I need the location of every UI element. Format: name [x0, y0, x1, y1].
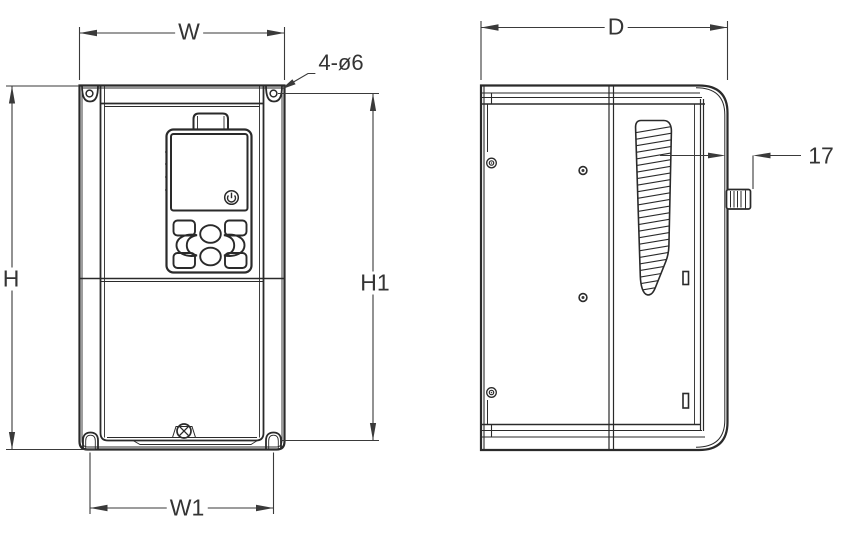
side-screw-bottom-left [486, 387, 497, 398]
keypad-display [170, 133, 249, 212]
mounting-slot-right [265, 431, 282, 450]
side-screw-top-left [486, 157, 497, 169]
face-slot-bottom [682, 392, 690, 409]
key-left-crescent [175, 233, 198, 257]
mounting-hole-left [85, 89, 94, 98]
key-top-right [224, 219, 248, 237]
key-top-left [172, 219, 196, 237]
knob [725, 188, 752, 210]
keypad-panel [165, 128, 253, 274]
front-dimensions [6, 27, 379, 514]
dim-label-width: W [175, 20, 203, 44]
key-down [199, 246, 222, 267]
key-up [199, 224, 222, 244]
dim-label-hole-callout: 4-ø6 [315, 52, 367, 74]
keypad-tab [192, 112, 229, 129]
power-button-icon [223, 189, 240, 206]
housing-seam [608, 85, 615, 450]
dim-label-knob-protrusion: 17 [805, 144, 837, 168]
dim-label-width1: W1 [166, 496, 208, 520]
front-body-outline [78, 84, 286, 451]
key-bottom-left [172, 252, 196, 269]
key-bottom-right [224, 252, 248, 269]
side-dimensions [480, 21, 801, 189]
side-body-outline [479, 84, 729, 452]
dim-label-height: H [0, 267, 23, 291]
mounting-slot-left [82, 431, 99, 450]
bottom-screw [172, 423, 196, 439]
keypad-buttons [172, 219, 248, 269]
mounting-ear-left [81, 85, 99, 103]
dim-label-height1: H1 [357, 271, 393, 295]
side-screw-mid-bottom [578, 292, 588, 303]
dim-label-depth: D [604, 15, 628, 39]
side-screw-mid-top [578, 165, 588, 176]
mounting-hole-right [269, 89, 278, 98]
vent-louver [634, 119, 673, 296]
face-slot-top [682, 270, 690, 286]
front-view [78, 84, 286, 451]
key-right-crescent [223, 233, 246, 257]
side-view [479, 84, 752, 452]
front-cover [99, 86, 265, 442]
